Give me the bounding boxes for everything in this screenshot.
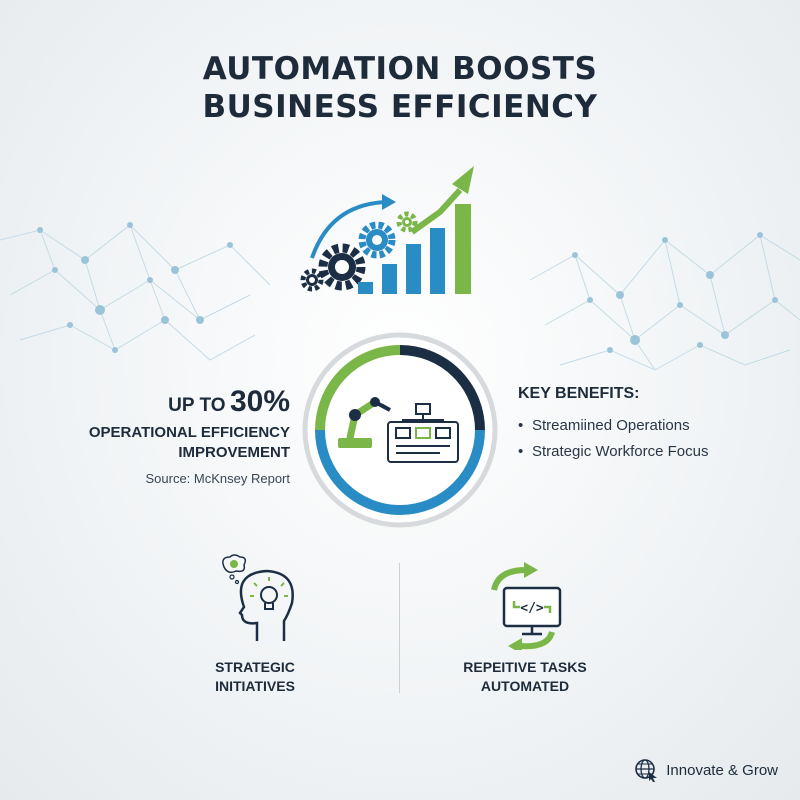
brand-name: Innovate & Grow [666,761,778,779]
stat-label-line-2: IMPROVEMENT [178,444,290,461]
network-background [0,222,800,371]
gear-icon [396,211,418,233]
feature-strategic: STRATEGIC INITIATIVES [190,658,320,696]
robotic-arm-icon [338,397,391,448]
flowchart-icon [387,403,459,463]
key-benefits: KEY BENEFITS: • Streamiined Operations • S… [518,385,788,465]
bullet-icon: • [518,417,524,434]
efficiency-stat: UP TO 30% OPERATIONAL EFFICIENCY IMPROVE… [60,385,290,486]
divider [399,563,400,693]
title-line-2: BUSINESS EFFICIENCY [202,89,598,125]
benefits-title: KEY BENEFITS: [518,385,640,402]
stat-value: 30% [229,385,290,418]
curved-arrow-icon [310,200,386,259]
title-line-1: AUTOMATION BOOSTS [202,51,598,87]
gear-icon [300,268,324,292]
globe-icon [635,759,658,782]
feature-right-line-1: REPEITIVE TASKS [463,659,587,675]
feature-automated: REPEITIVE TASKS AUTOMATED [440,658,610,696]
benefit-item: • Strategic Workforce Focus [518,439,788,465]
gear-icon [358,221,396,259]
benefit-label: Strategic Workforce Focus [532,443,709,460]
svg-text:</>: </> [520,601,544,616]
page-title: AUTOMATION BOOSTS BUSINESS EFFICIENCY [0,50,800,126]
stat-label-line-1: OPERATIONAL EFFICIENCY [88,424,290,441]
stat-source: Source: McKnsey Report [145,471,290,486]
growth-illustration [300,166,474,294]
benefit-label: Streamiined Operations [532,417,690,434]
bar-chart-icon [358,204,471,294]
automation-ring [302,332,498,528]
benefit-item: • Streamiined Operations [518,413,788,439]
bullet-icon: • [518,443,524,460]
brand: Innovate & Grow [634,758,778,782]
monitor-sync-icon: </> [491,562,562,650]
gear-icon [318,243,366,291]
stat-prefix: UP TO [168,395,226,416]
feature-left-line-2: INITIATIVES [215,678,295,694]
head-lightbulb-icon [222,554,294,641]
growth-arrow-icon [410,187,463,235]
feature-left-line-1: STRATEGIC [215,659,295,675]
feature-right-line-2: AUTOMATED [480,678,570,694]
